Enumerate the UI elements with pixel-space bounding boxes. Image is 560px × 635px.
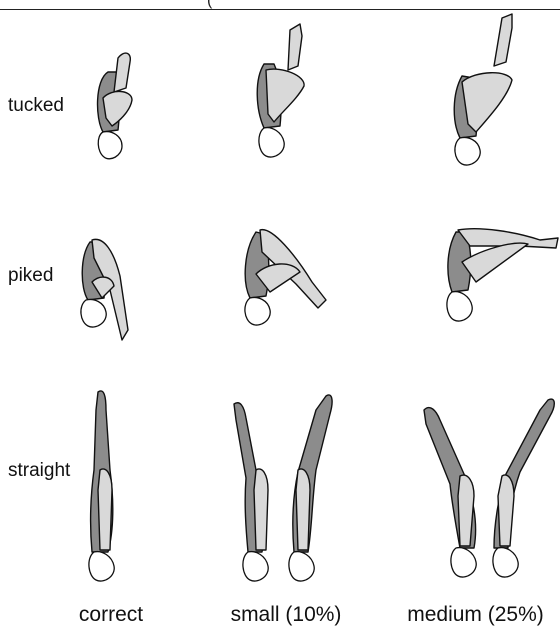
tucked-small-figure [257,24,304,157]
straight-small-right-figure [289,395,332,581]
tucked-correct-figure [98,53,132,159]
straight-small-left-figure [234,403,268,581]
piked-medium-figure [447,229,558,321]
tucked-medium-figure [454,14,512,165]
straight-correct-figure [89,391,114,581]
straight-medium-right-figure [493,399,554,577]
piked-small-figure [245,230,326,325]
piked-correct-figure [81,239,128,340]
straight-medium-left-figure [424,408,476,577]
